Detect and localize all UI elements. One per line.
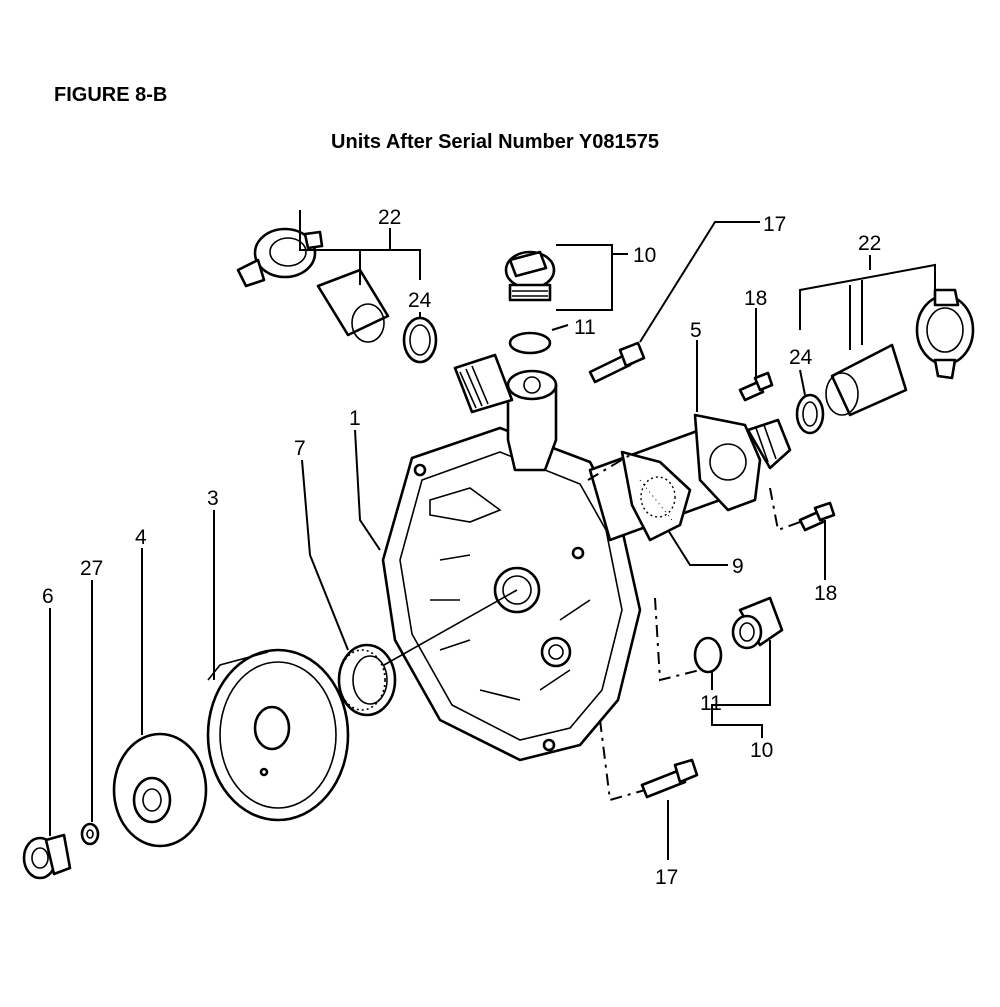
callout-22-right: 22 [858,232,881,255]
bolt-18-bottom [798,501,836,532]
suction-hose-union-left [236,227,438,364]
bolt-17-top [588,341,646,384]
callout-24-right: 24 [789,346,813,369]
callout-4: 4 [135,526,147,549]
pump-casing [381,353,722,762]
assembly-line-17-bottom [599,719,646,802]
volute-plate-3 [206,648,350,822]
bolt-17-bottom [640,758,699,799]
callout-10-bottom: 10 [750,739,773,762]
callout-18-top: 18 [744,287,767,310]
bolt-18-top [738,371,774,402]
callout-17-top: 17 [763,213,786,236]
assembly-line-11-bottom [654,597,701,682]
discharge-hose-union-right [795,288,975,435]
fill-plug-10-top [504,250,556,302]
mechanical-seal-7 [337,589,518,717]
assembly-line-9 [587,454,631,481]
callout-5: 5 [690,319,702,342]
callout-1: 1 [349,407,361,430]
flange-gasket-5 [693,413,792,512]
gasket-9 [620,450,692,542]
callout-11-bottom: 11 [700,692,722,715]
drain-plug-6 [22,833,72,880]
callout-22-left: 22 [378,206,401,229]
callout-7: 7 [294,437,306,460]
callout-9: 9 [732,555,744,578]
callout-labels: 22 24 10 11 17 5 18 22 24 9 18 11 10 17 … [42,206,881,889]
callout-24-left: 24 [408,289,432,312]
callout-3: 3 [207,487,219,510]
callout-6: 6 [42,585,54,608]
callout-10-top: 10 [633,244,656,267]
figure-title: FIGURE 8-B [54,84,168,106]
o-ring-11-top [508,331,552,355]
callout-27: 27 [80,557,103,580]
o-ring-11-bottom [693,636,723,674]
callout-11-top: 11 [574,316,596,339]
assembly-line-18-bottom [769,487,801,532]
figure-subtitle: Units After Serial Number Y081575 [331,131,659,153]
callout-18-bottom: 18 [814,582,837,605]
leader-lines [49,210,936,860]
washer-27 [80,822,100,846]
impeller-4 [112,732,208,848]
callout-17-bottom: 17 [655,866,678,889]
drain-plug-10-bottom [731,596,784,650]
